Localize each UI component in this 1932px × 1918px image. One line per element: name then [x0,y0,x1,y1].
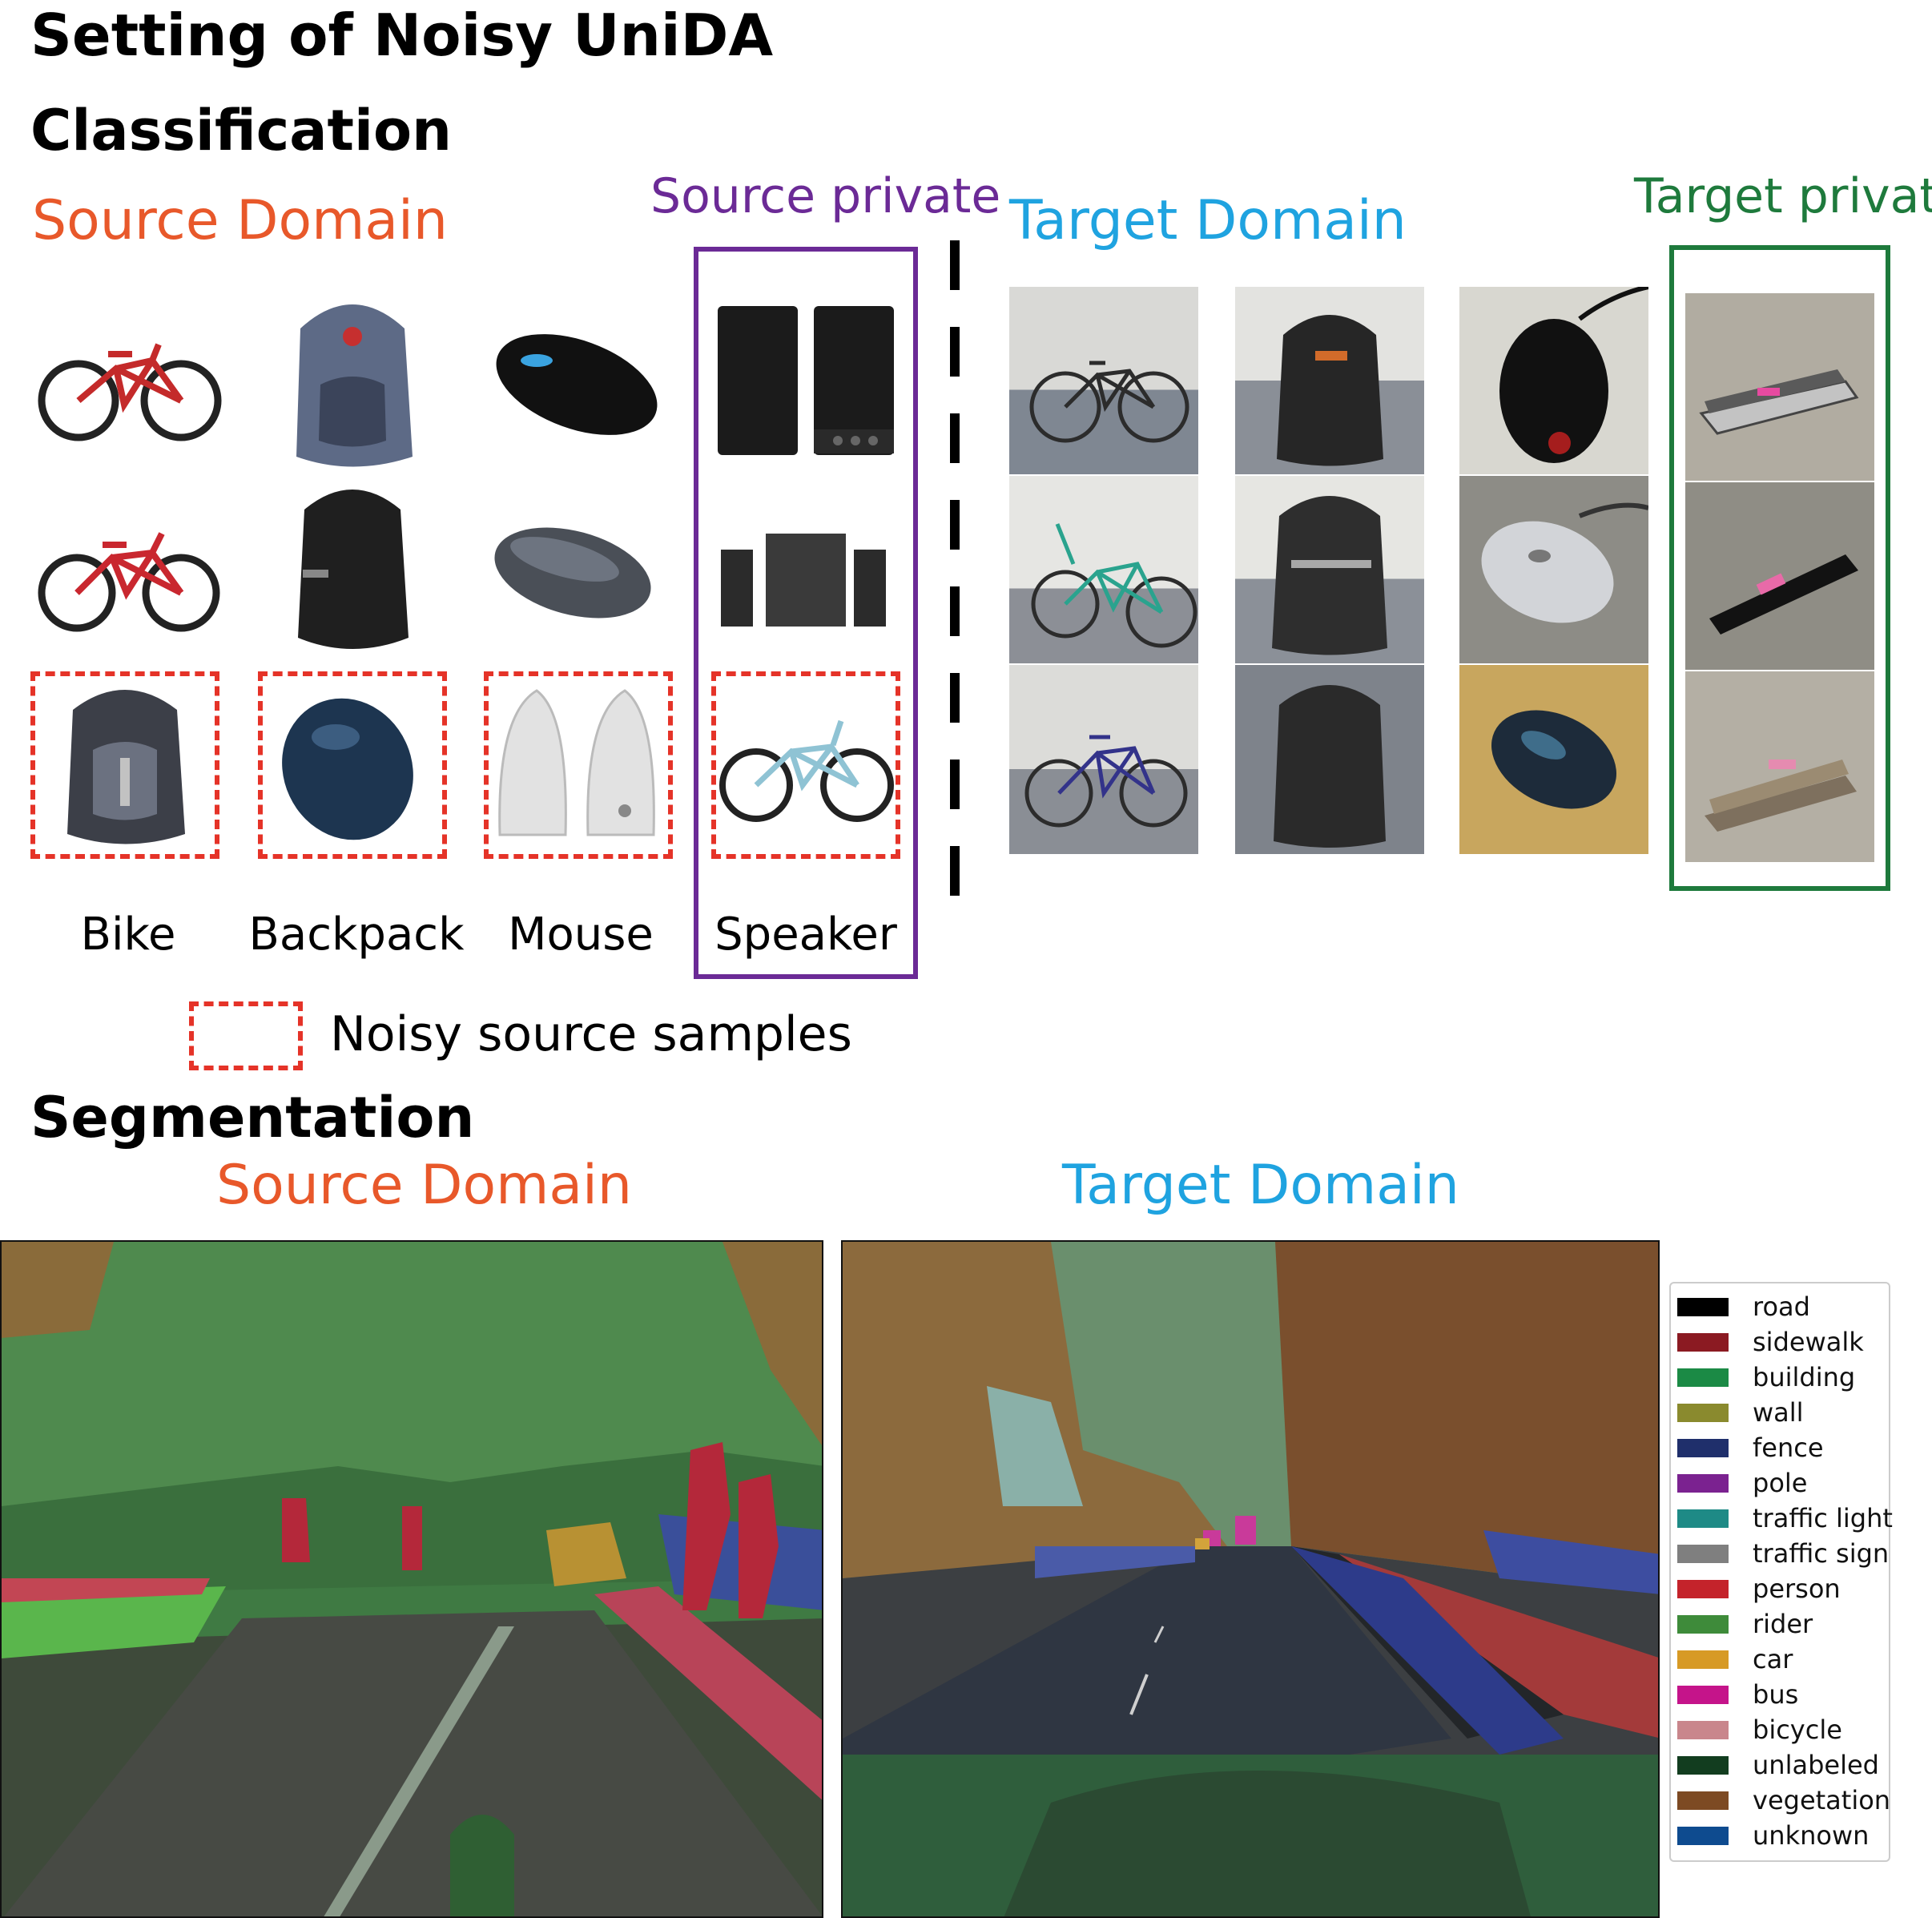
backpack-photo [1235,287,1424,474]
bike-photo [1009,287,1198,474]
mouse-photo [1459,665,1648,854]
mouse-photo [1459,476,1648,663]
speaker-image [718,526,894,630]
legend-swatch [1677,1333,1729,1352]
noisy-sample-box [484,671,673,859]
segmentation-heading: Segmentation [30,1085,475,1150]
noisy-legend-label: Noisy source samples [330,1006,852,1062]
stapler-photo [1685,482,1874,670]
bike-image [32,304,224,457]
target-segmentation-image [841,1240,1660,1918]
legend-label: traffic sign [1753,1538,1890,1569]
legend-label: fence [1753,1432,1824,1463]
source-segmentation-image [0,1240,823,1918]
domain-divider [950,240,960,923]
legend-label: traffic light [1753,1503,1893,1533]
legend-label: rider [1753,1609,1813,1639]
bike-photo [1009,665,1198,854]
source-private-frame [694,247,918,979]
class-label-speaker: Speaker [714,909,897,961]
legend-label: road [1753,1291,1810,1322]
speaker-image [489,683,665,843]
legend-label: building [1753,1362,1856,1392]
legend-label: bus [1753,1679,1799,1710]
noisy-legend-swatch [189,1001,303,1070]
mouse-photo [1459,287,1648,474]
backpack-photo [1235,476,1424,663]
mouse-image [489,513,657,625]
bike-photo [1009,476,1198,663]
legend-swatch [1677,1686,1729,1704]
stapler-photo [1685,671,1874,862]
bike-image [713,697,899,825]
target-private-frame [1669,245,1890,891]
legend-label: unlabeled [1753,1750,1879,1780]
legend-swatch [1677,1545,1729,1563]
seg-target-domain-label: Target Domain [1062,1154,1459,1217]
legend-label: pole [1753,1468,1808,1498]
speaker-image [710,301,902,461]
legend-label: unknown [1753,1820,1870,1851]
mouse-image [268,689,428,841]
legend-swatch [1677,1791,1729,1810]
legend-swatch [1677,1298,1729,1316]
noisy-sample-box [30,671,219,859]
legend-label: person [1753,1573,1841,1604]
seg-source-domain-label: Source Domain [216,1154,633,1217]
backpack-image [280,477,425,655]
legend-label: bicycle [1753,1715,1842,1745]
classification-heading: Classification [30,98,452,163]
source-domain-label: Source Domain [32,189,449,252]
legend-swatch [1677,1509,1729,1528]
stapler-photo [1685,293,1874,481]
mouse-image [489,312,665,449]
page-title: Setting of Noisy UniDA [30,2,774,69]
class-label-bike: Bike [80,909,176,961]
legend-swatch [1677,1827,1729,1845]
legend-swatch [1677,1615,1729,1634]
target-private-label: Target private [1634,168,1932,224]
legend-swatch [1677,1721,1729,1739]
noisy-sample-box [711,671,900,859]
class-label-mouse: Mouse [508,909,654,961]
backpack-image [264,288,441,473]
legend-label: car [1753,1644,1793,1674]
noisy-sample-box [258,671,447,859]
legend-swatch [1677,1439,1729,1457]
backpack-photo [1235,665,1424,854]
legend-swatch [1677,1756,1729,1775]
legend-label: sidewalk [1753,1327,1864,1357]
legend-swatch [1677,1580,1729,1598]
target-domain-label: Target Domain [1009,189,1407,252]
legend-swatch [1677,1650,1729,1669]
legend-swatch [1677,1404,1729,1422]
legend-swatch [1677,1368,1729,1387]
legend-label: vegetation [1753,1785,1891,1815]
class-label-backpack: Backpack [248,909,465,961]
legend-label: wall [1753,1397,1804,1428]
source-private-label: Source private [650,168,1001,224]
legend-swatch [1677,1474,1729,1493]
bike-image [32,505,224,633]
backpack-image [45,678,205,846]
segmentation-legend: road sidewalk building wall fence pole t… [1669,1282,1893,1862]
